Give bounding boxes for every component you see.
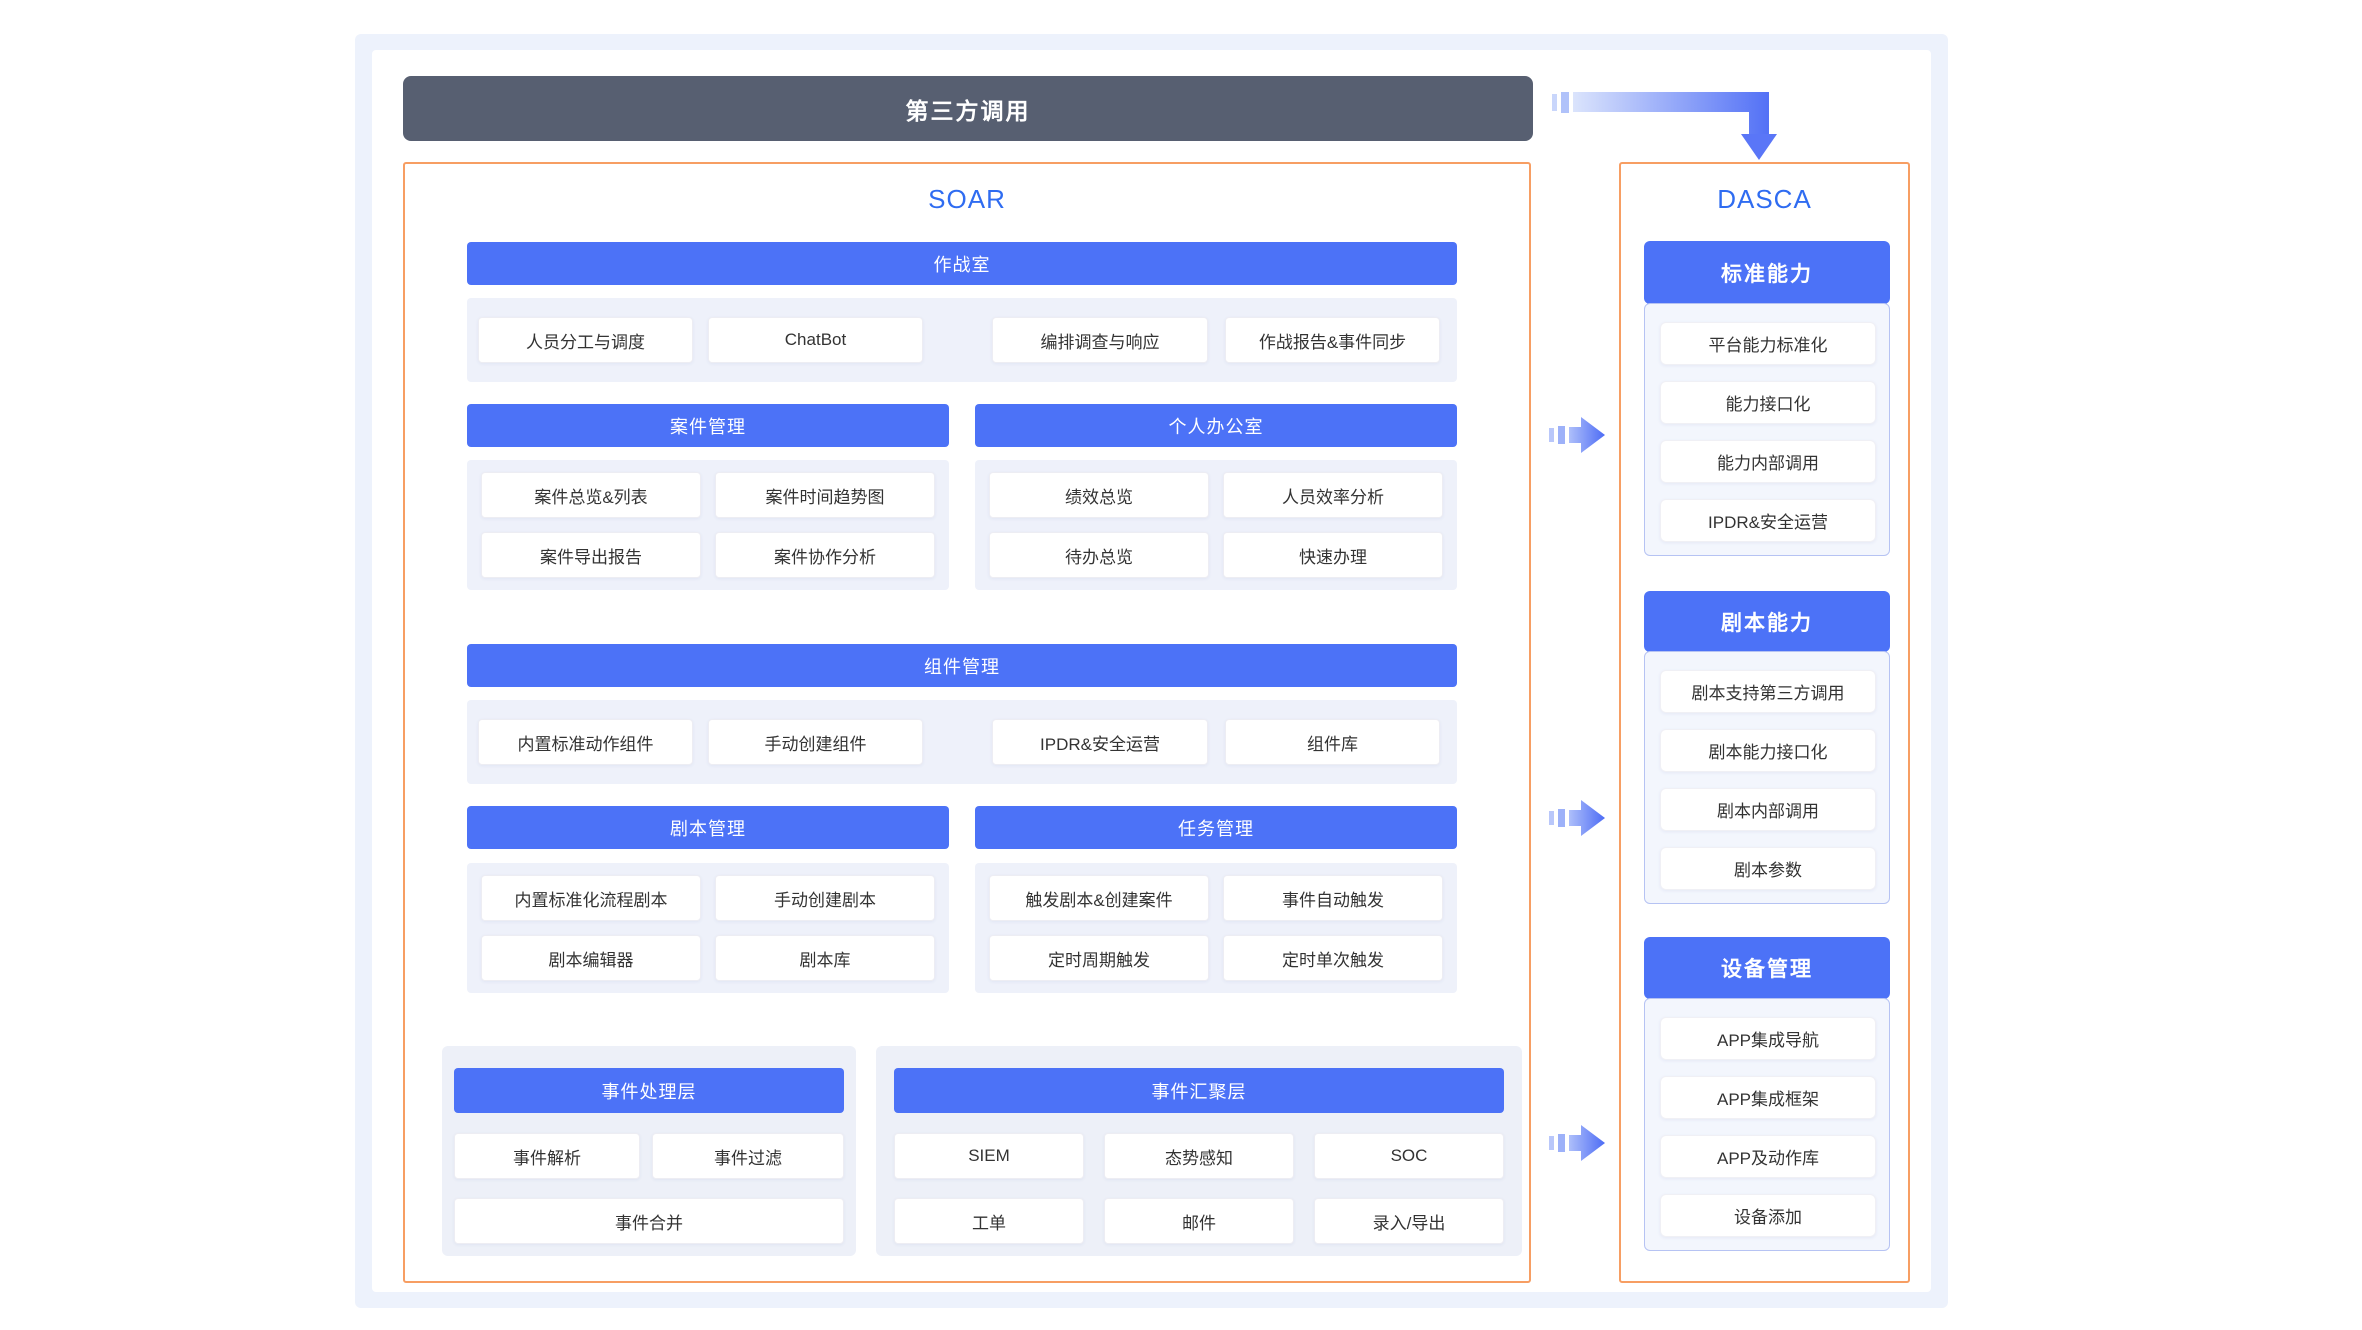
event-aggregation-panel: 事件汇聚层 SIEM 态势感知 SOC 工单 邮件 录入/导出	[876, 1046, 1522, 1256]
standard-capability-panel: 平台能力标准化 能力接口化 能力内部调用 IPDR&安全运营	[1644, 303, 1890, 556]
flow-arrow-right-icon	[1549, 1125, 1605, 1161]
capability-card: 剧本支持第三方调用	[1660, 670, 1876, 713]
module-chip: IPDR&安全运营	[992, 719, 1208, 765]
module-chip: 事件过滤	[652, 1133, 844, 1179]
module-chip: 定时单次触发	[1223, 935, 1443, 981]
section-header-personal-office: 个人办公室	[975, 404, 1457, 447]
capability-card: APP集成导航	[1660, 1017, 1876, 1060]
soar-title: SOAR	[928, 184, 1006, 214]
capability-card: 剧本内部调用	[1660, 788, 1876, 831]
playbook-mgmt-panel: 内置标准化流程剧本 手动创建剧本 剧本编辑器 剧本库	[467, 863, 949, 993]
module-chip: SOC	[1314, 1133, 1504, 1179]
flow-arrow-down-icon	[1552, 92, 1777, 160]
event-processing-panel: 事件处理层 事件解析 事件过滤 事件合并	[442, 1046, 856, 1256]
section-header-war-room: 作战室	[467, 242, 1457, 285]
third-party-call-bar: 第三方调用	[403, 76, 1533, 141]
component-mgmt-panel: 内置标准动作组件 手动创建组件 IPDR&安全运营 组件库	[467, 700, 1457, 784]
dasca-title: DASCA	[1717, 184, 1812, 214]
module-chip: 剧本编辑器	[481, 935, 701, 981]
module-chip: 录入/导出	[1314, 1198, 1504, 1244]
group-header-standard-capability: 标准能力	[1644, 241, 1890, 304]
soar-container: SOAR 作战室 人员分工与调度 ChatBot 编排调查与响应 作战报告&事件…	[403, 162, 1531, 1283]
module-chip: 快速办理	[1223, 532, 1443, 578]
module-chip: 案件导出报告	[481, 532, 701, 578]
capability-card: APP集成框架	[1660, 1076, 1876, 1119]
module-chip: 内置标准动作组件	[478, 719, 693, 765]
module-chip: 人员分工与调度	[478, 317, 693, 363]
capability-card: IPDR&安全运营	[1660, 499, 1876, 542]
module-chip: 手动创建组件	[708, 719, 923, 765]
section-header-event-aggregation: 事件汇聚层	[894, 1068, 1504, 1113]
capability-card: 能力接口化	[1660, 381, 1876, 424]
dasca-container: DASCA 标准能力 平台能力标准化 能力接口化 能力内部调用 IPDR&安全运…	[1619, 162, 1910, 1283]
module-chip: 剧本库	[715, 935, 935, 981]
flow-arrow-right-icon	[1549, 417, 1605, 453]
module-chip: 人员效率分析	[1223, 472, 1443, 518]
war-room-panel: 人员分工与调度 ChatBot 编排调查与响应 作战报告&事件同步	[467, 298, 1457, 382]
module-chip: 定时周期触发	[989, 935, 1209, 981]
group-header-device-mgmt: 设备管理	[1644, 937, 1890, 999]
module-chip: 态势感知	[1104, 1133, 1294, 1179]
section-header-task-mgmt: 任务管理	[975, 806, 1457, 849]
module-chip: 工单	[894, 1198, 1084, 1244]
flow-arrow-right-icon	[1549, 800, 1605, 836]
case-mgmt-panel: 案件总览&列表 案件时间趋势图 案件导出报告 案件协作分析	[467, 460, 949, 590]
module-chip: 绩效总览	[989, 472, 1209, 518]
capability-card: 平台能力标准化	[1660, 322, 1876, 365]
personal-office-panel: 绩效总览 人员效率分析 待办总览 快速办理	[975, 460, 1457, 590]
capability-card: 设备添加	[1660, 1194, 1876, 1237]
module-chip: 案件总览&列表	[481, 472, 701, 518]
capability-card: 剧本能力接口化	[1660, 729, 1876, 772]
group-header-playbook-capability: 剧本能力	[1644, 591, 1890, 652]
section-header-event-processing: 事件处理层	[454, 1068, 844, 1113]
module-chip: SIEM	[894, 1133, 1084, 1179]
capability-card: APP及动作库	[1660, 1135, 1876, 1178]
module-chip: ChatBot	[708, 317, 923, 363]
module-chip: 案件协作分析	[715, 532, 935, 578]
module-chip: 编排调查与响应	[992, 317, 1208, 363]
task-mgmt-panel: 触发剧本&创建案件 事件自动触发 定时周期触发 定时单次触发	[975, 863, 1457, 993]
capability-card: 剧本参数	[1660, 847, 1876, 890]
playbook-capability-panel: 剧本支持第三方调用 剧本能力接口化 剧本内部调用 剧本参数	[1644, 651, 1890, 904]
module-chip: 事件合并	[454, 1198, 844, 1244]
module-chip: 案件时间趋势图	[715, 472, 935, 518]
section-header-case-mgmt: 案件管理	[467, 404, 949, 447]
section-header-component-mgmt: 组件管理	[467, 644, 1457, 687]
module-chip: 手动创建剧本	[715, 875, 935, 921]
module-chip: 内置标准化流程剧本	[481, 875, 701, 921]
section-header-playbook-mgmt: 剧本管理	[467, 806, 949, 849]
module-chip: 组件库	[1225, 719, 1440, 765]
module-chip: 触发剧本&创建案件	[989, 875, 1209, 921]
module-chip: 事件自动触发	[1223, 875, 1443, 921]
module-chip: 作战报告&事件同步	[1225, 317, 1440, 363]
device-mgmt-panel: APP集成导航 APP集成框架 APP及动作库 设备添加	[1644, 998, 1890, 1251]
module-chip: 待办总览	[989, 532, 1209, 578]
module-chip: 事件解析	[454, 1133, 640, 1179]
module-chip: 邮件	[1104, 1198, 1294, 1244]
capability-card: 能力内部调用	[1660, 440, 1876, 483]
